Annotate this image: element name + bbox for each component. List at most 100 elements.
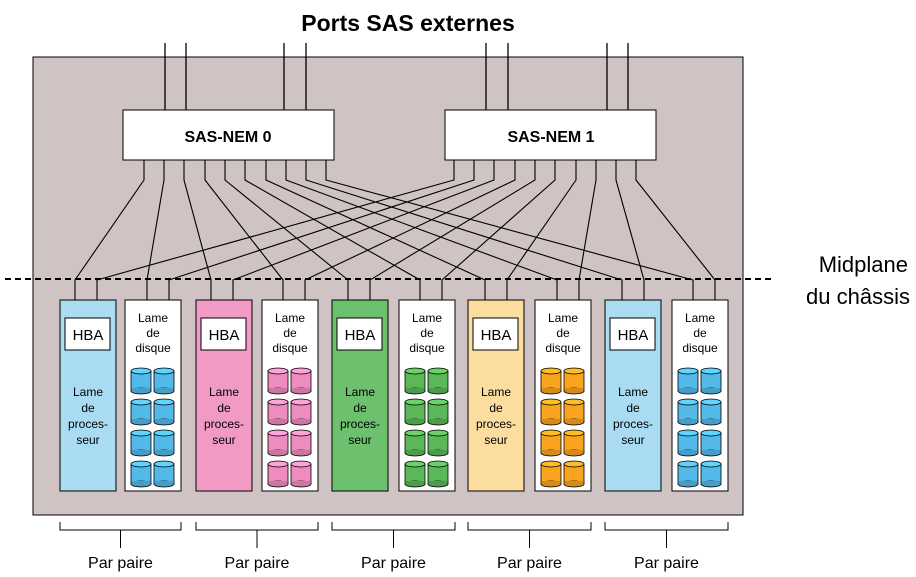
processor-label-line: Lame xyxy=(345,385,375,399)
hba-label: HBA xyxy=(618,327,649,344)
sas-link-nem1 xyxy=(506,160,577,300)
pair-bracket: Par paire xyxy=(59,522,182,572)
disk-cylinder-icon xyxy=(677,367,699,395)
hba-label: HBA xyxy=(73,327,104,344)
disk-blade-body xyxy=(398,299,456,492)
disk-cylinder-icon xyxy=(563,460,585,488)
sas-nem-1-box[interactable] xyxy=(444,109,657,161)
disk-cylinder-icon xyxy=(700,367,722,395)
sas-link-nem1 xyxy=(304,160,516,300)
disk-label-line: Lame xyxy=(138,311,168,325)
blade-group: HBALamedeproces-seurLamededisqueHBALamed… xyxy=(59,299,729,492)
disk-cylinder-icon xyxy=(267,398,289,426)
disk-cylinder-icon xyxy=(427,398,449,426)
disk-cylinder-icon xyxy=(540,429,562,457)
diagram-title: Ports SAS externes xyxy=(301,10,514,36)
disk-label-line: disque xyxy=(409,341,445,355)
disk-blade-body xyxy=(671,299,729,492)
disk-label-line: disque xyxy=(135,341,171,355)
hba-label: HBA xyxy=(481,327,512,344)
hba-box xyxy=(609,317,656,351)
midplane-label-line2: du châssis xyxy=(806,284,910,309)
disk-label-line: de xyxy=(420,326,434,340)
processor-label-line: seur xyxy=(484,433,507,447)
hba-label: HBA xyxy=(209,327,240,344)
processor-label-line: seur xyxy=(621,433,644,447)
pair-label: Par paire xyxy=(634,555,699,572)
processor-label-line: de xyxy=(353,401,367,415)
wire-group xyxy=(74,160,716,300)
sas-nem-1-label: SAS-NEM 1 xyxy=(507,129,594,146)
processor-label-line: proces- xyxy=(613,417,653,431)
pair-bracket: Par paire xyxy=(195,522,319,572)
disk-cylinder-icon xyxy=(267,429,289,457)
hba-box xyxy=(472,317,519,351)
pair-label: Par paire xyxy=(225,555,290,572)
sas-nem-0-box[interactable] xyxy=(122,109,335,161)
processor-label-line: de xyxy=(217,401,231,415)
external-port-lines xyxy=(164,43,629,110)
disk-blade-body xyxy=(261,299,319,492)
disk-cylinder-icon xyxy=(700,429,722,457)
processor-label-line: seur xyxy=(348,433,371,447)
disk-cylinder-icon xyxy=(427,367,449,395)
processor-label-line: de xyxy=(626,401,640,415)
sas-link-nem1 xyxy=(578,160,597,300)
disk-blade-body xyxy=(534,299,592,492)
disk-label-line: Lame xyxy=(548,311,578,325)
disk-label-line: Lame xyxy=(412,311,442,325)
disk-cylinder-icon xyxy=(700,398,722,426)
disk-cylinder-icon xyxy=(290,429,312,457)
disk-cylinder-icon xyxy=(540,460,562,488)
midplane-label-line1: Midplane xyxy=(819,252,908,277)
hba-label: HBA xyxy=(345,327,376,344)
disk-blade-body xyxy=(124,299,182,492)
sas-link-nem1 xyxy=(635,160,716,300)
processor-label-line: seur xyxy=(76,433,99,447)
processor-label-line: de xyxy=(81,401,95,415)
disk-cylinder-icon xyxy=(427,460,449,488)
disk-cylinder-icon xyxy=(130,398,152,426)
hba-box xyxy=(336,317,383,351)
disk-cylinder-icon xyxy=(404,429,426,457)
sas-link-nem1 xyxy=(232,160,495,300)
disk-label-line: Lame xyxy=(685,311,715,325)
disk-cylinder-icon xyxy=(677,460,699,488)
disk-cylinder-icon xyxy=(427,429,449,457)
disk-label-line: de xyxy=(693,326,707,340)
disk-cylinder-icon xyxy=(404,398,426,426)
pair-label: Par paire xyxy=(88,555,153,572)
processor-label-line: proces- xyxy=(476,417,516,431)
disk-label-line: disque xyxy=(272,341,308,355)
sas-link-nem1 xyxy=(615,160,645,300)
disk-cylinder-icon xyxy=(563,398,585,426)
disk-cylinder-icon xyxy=(700,460,722,488)
sas-link-nem0 xyxy=(285,160,558,300)
disk-cylinder-icon xyxy=(404,367,426,395)
sas-link-nem0 xyxy=(244,160,421,300)
sas-link-nem0 xyxy=(305,160,623,300)
disk-label-line: de xyxy=(146,326,160,340)
disk-cylinder-icon xyxy=(267,367,289,395)
hba-box xyxy=(64,317,111,351)
processor-label-line: Lame xyxy=(481,385,511,399)
disk-label-line: de xyxy=(556,326,570,340)
processor-label-line: proces- xyxy=(68,417,108,431)
sas-link-nem1 xyxy=(168,160,475,300)
disk-cylinder-icon xyxy=(153,398,175,426)
processor-label-line: seur xyxy=(212,433,235,447)
disk-cylinder-icon xyxy=(130,429,152,457)
pair-bracket: Par paire xyxy=(467,522,592,572)
